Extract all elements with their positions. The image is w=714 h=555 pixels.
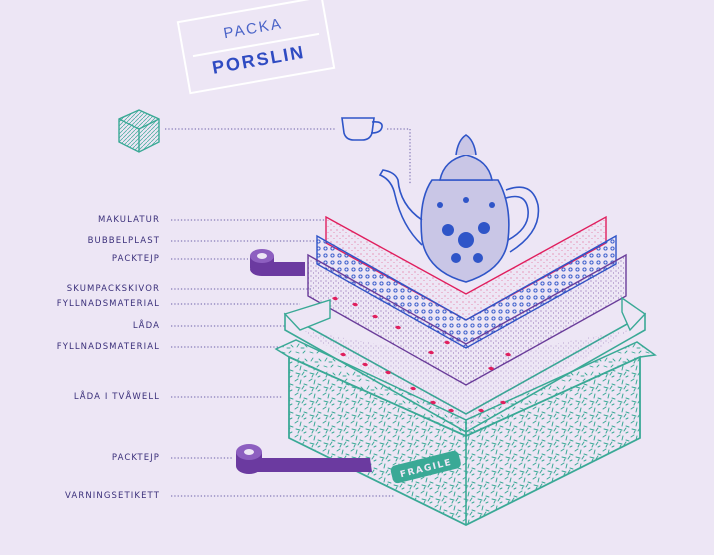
label-makulatur: MAKULATUR [97,215,160,225]
cup-icon [341,117,383,141]
packing-layers [274,215,657,527]
label-bubbelplast: BUBBELPLAST [87,236,160,246]
label-skumpackskivor: SKUMPACKSKIVOR [66,284,160,294]
label-lada: LÅDA [132,321,160,331]
tape-roll-icon [250,249,305,276]
label-packtejp-top: PACKTEJP [111,254,160,264]
cube-icon [118,109,160,153]
leader-lines [165,128,411,497]
tape-roll-icon [236,444,372,474]
label-packtejp-bottom: PACKTEJP [111,453,160,463]
label-fyllnadsmaterial-2: FYLLNADSMATERIAL [56,342,160,352]
label-varningsetikett: VARNINGSETIKETT [65,491,160,501]
label-lada-i-tvawell: LÅDA I TVÅWELL [73,392,160,402]
label-fyllnadsmaterial-1: FYLLNADSMATERIAL [56,299,160,309]
teapot-icon [378,134,540,283]
